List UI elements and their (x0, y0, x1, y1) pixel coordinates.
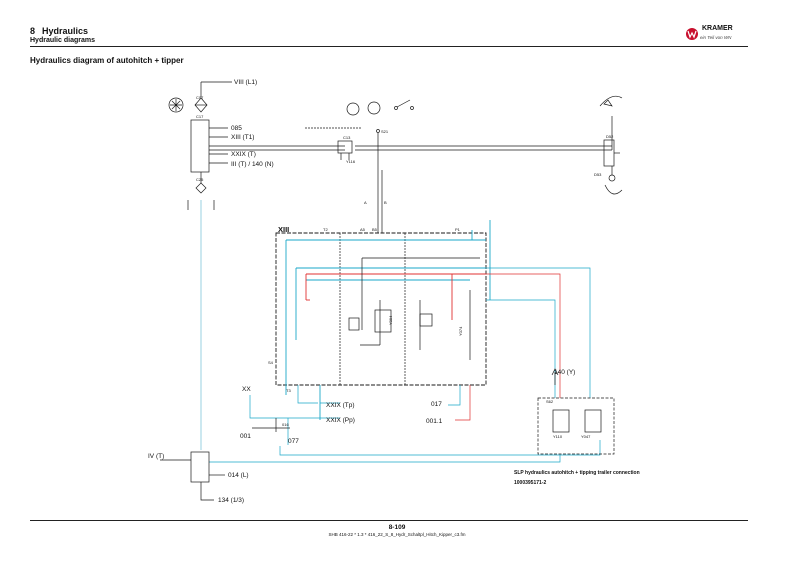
spool-y094 (374, 309, 392, 333)
switch-symbol-icon (394, 99, 414, 110)
label-085: 085 (231, 125, 242, 132)
label-016: 016 (282, 422, 289, 427)
connector-c17-top (190, 119, 210, 173)
kramer-logo-icon (686, 28, 698, 40)
label-140y: 140 (Y) (554, 369, 575, 376)
tipper-icon (599, 95, 623, 107)
label-a: A (364, 200, 367, 205)
label-xiii-t1: XIII (T1) (231, 134, 254, 141)
chapter-title: Hydraulics (42, 26, 89, 36)
label-y110: Y110 (553, 434, 563, 439)
valve-y110 (552, 409, 570, 433)
label-viii: VIII (L1) (234, 79, 257, 86)
label-b-top: B (384, 200, 387, 205)
hitch-icon (604, 174, 623, 195)
spool-y074 (419, 313, 433, 327)
label-c13: C13 (343, 135, 351, 140)
label-y047: Y047 (581, 434, 591, 439)
filter-icon (194, 97, 208, 113)
brand-tagline: ein Teil von WN (700, 35, 732, 40)
section-title: Hydraulics diagram of autohitch + tipper (30, 56, 184, 65)
label-s21: S21 (381, 129, 389, 134)
slp-module-s62 (537, 397, 615, 455)
label-y074: Y074 (458, 326, 463, 336)
label-c07: C07 (196, 95, 204, 100)
label-d53: D53 (594, 172, 602, 177)
cylinder-d52 (603, 139, 615, 167)
valve-block-xiii (275, 232, 487, 386)
label-iv-t: IV (T) (148, 453, 164, 460)
label-001: 001 (240, 433, 251, 440)
label-077: 077 (288, 438, 299, 445)
chapter-number: 8 (30, 26, 36, 36)
label-014: 014 (L) (228, 472, 249, 479)
label-001-1: 001.1 (426, 418, 443, 425)
slp-caption: SLP hydraulics autohitch + tipping trail… (514, 470, 640, 476)
label-p1: P1 (455, 227, 461, 232)
label-d52: D52 (606, 134, 614, 139)
label-134: 134 (1/3) (218, 497, 244, 504)
footer-rule (30, 520, 748, 521)
label-xxix-tp: XXIX (Tp) (326, 402, 355, 409)
cooler-icon (168, 97, 184, 113)
label-c17: C17 (196, 114, 204, 119)
label-017: 017 (431, 401, 442, 408)
valve-y047 (584, 409, 602, 433)
file-reference: SHB 416-22 * 1.3 * 416_22_S_8_Hydr_Schal… (328, 532, 466, 537)
label-s62: S62 (546, 399, 554, 404)
connector-c17-bottom (190, 451, 210, 483)
spool-a (348, 317, 360, 331)
label-xx: XX (242, 386, 251, 393)
label-c25: C25 (196, 177, 204, 182)
page-number: 8-109 (388, 524, 406, 531)
label-b5: B5 (372, 227, 378, 232)
label-xxix-pp: XXIX (Pp) (326, 417, 355, 424)
tv-symbol-icon (346, 101, 381, 116)
part-number: 1000395171-2 (514, 480, 546, 486)
label-y116: Y116 (346, 159, 356, 164)
label-y094: Y094 (388, 315, 393, 325)
brand-name: KRAMER (702, 25, 733, 32)
label-a5: A5 (360, 227, 366, 232)
header-rule (30, 46, 748, 47)
chapter-subtitle: Hydraulic diagrams (30, 37, 95, 44)
label-t3: T3 (286, 388, 291, 393)
valve-y116 (337, 140, 353, 154)
label-t2: T2 (323, 227, 328, 232)
label-xxix-t: XXIX (T) (231, 151, 256, 158)
label-s4: S4 (268, 360, 274, 365)
label-valve-block: XIII (278, 225, 289, 234)
check-valve-c25-icon (195, 182, 207, 194)
label-iii-t: III (T) / 140 (N) (231, 161, 274, 168)
